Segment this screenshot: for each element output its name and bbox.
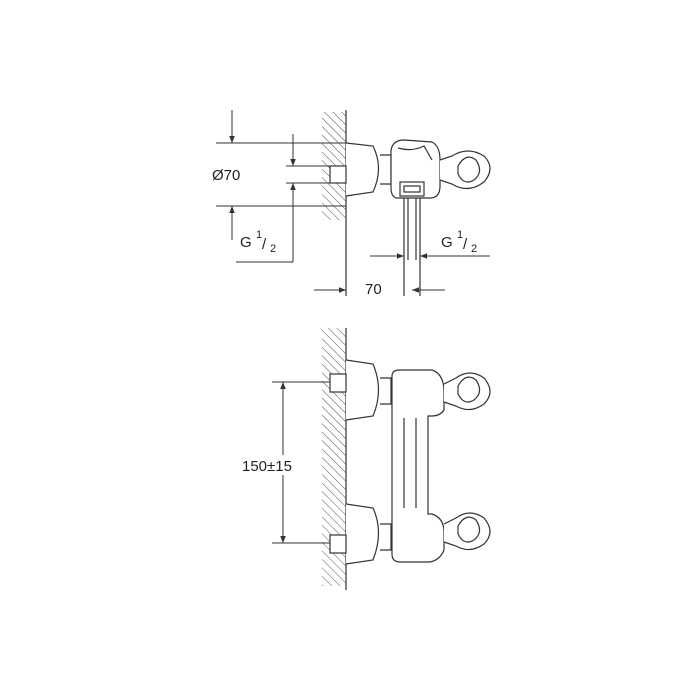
svg-text:G: G bbox=[240, 234, 252, 251]
svg-text:/: / bbox=[463, 236, 468, 253]
rosette-upper bbox=[345, 359, 380, 421]
stub-lower bbox=[329, 534, 347, 554]
thermostat-handle bbox=[439, 150, 491, 190]
dimensions-side bbox=[216, 110, 490, 293]
svg-text:2: 2 bbox=[270, 243, 276, 255]
mixer-body-front bbox=[391, 369, 445, 563]
side-view bbox=[322, 110, 491, 296]
connection-stub-top bbox=[329, 165, 347, 184]
svg-text:1: 1 bbox=[457, 229, 463, 241]
svg-text:/: / bbox=[262, 236, 267, 253]
handle-lower bbox=[443, 512, 491, 551]
depth-label: 70 bbox=[365, 281, 382, 298]
handle-upper bbox=[443, 372, 491, 411]
handle-cap bbox=[457, 156, 481, 183]
rosette-lower bbox=[345, 503, 380, 565]
spacing-label: 150±15 bbox=[242, 458, 292, 475]
thread-label-right: G 1 / 2 bbox=[441, 229, 477, 255]
svg-text:G: G bbox=[441, 234, 453, 251]
stub-upper bbox=[329, 373, 347, 393]
mixer-detail bbox=[397, 145, 433, 161]
mixer-outlet-inner bbox=[403, 185, 421, 193]
mixer-neck bbox=[380, 154, 392, 185]
front-view bbox=[322, 328, 491, 590]
diameter-label: Ø70 bbox=[212, 167, 240, 184]
dimensions-front bbox=[272, 381, 330, 544]
svg-text:2: 2 bbox=[471, 243, 477, 255]
rosette-top bbox=[345, 142, 380, 197]
thread-label-left: G 1 / 2 bbox=[240, 229, 276, 255]
svg-text:1: 1 bbox=[256, 229, 262, 241]
